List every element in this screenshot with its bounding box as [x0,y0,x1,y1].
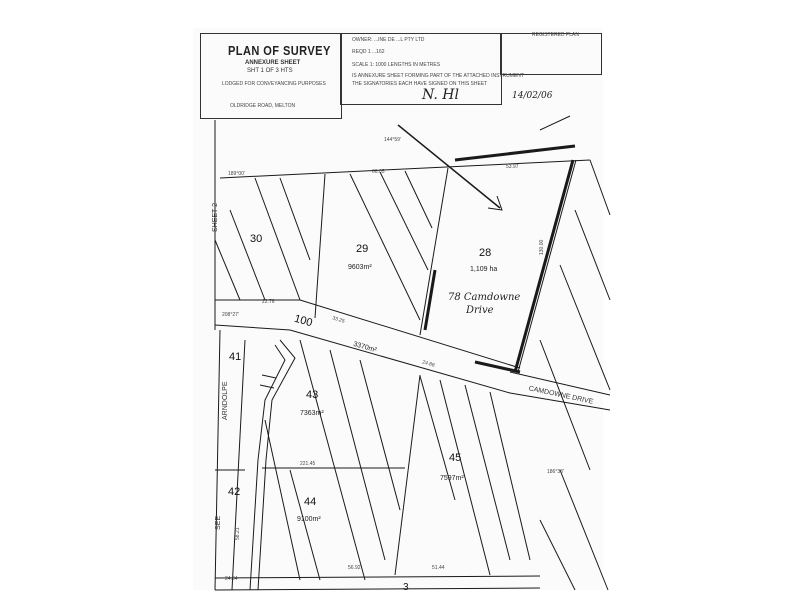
hatch-line [559,469,609,591]
hatch-line [419,375,456,501]
top-highlight [454,144,576,162]
lot28-east-boundary [513,159,575,373]
lot-41-label: 41 [229,351,242,363]
lot-43-label: 43 [306,389,319,401]
survey-sheet [193,28,603,590]
hatch-line [359,359,401,511]
pathway-hatch [259,384,275,389]
lot28-east-boundary-thin [517,159,577,373]
lot-28-area: 1,109 ha [470,266,498,273]
hatch-line [329,349,386,561]
hatch-line [289,469,321,581]
lot-30-label: 30 [250,233,263,245]
road-south-left [214,324,291,331]
hatch-line [589,159,611,216]
pointer-arrow-head [487,195,503,211]
lot-45-area: 7597m² [440,475,464,482]
address-note: OLDRIDGE ROAD, MELTON [230,103,296,109]
lot41-east-boundary [231,339,246,591]
lot-28-label: 28 [479,247,492,259]
hatch-line [539,519,576,591]
road-east-north [509,371,611,396]
dim-mid-a: 221.45 [300,461,316,467]
north-arrow-icon [539,115,571,131]
hatch-line [349,173,421,321]
left-ref: SEE [215,515,222,530]
lot-29-area: 9603m² [348,264,372,271]
dim-lot29-top: 66.05 [372,169,385,175]
plan-subtitle: ANNEXURE SHEET [245,60,301,66]
road-east-south [509,392,611,411]
dim-lot28-top: 53.97 [506,164,519,170]
hatch-line [299,339,366,581]
road-highlight [474,360,521,374]
hatch-line [229,209,266,301]
road-south-edge [289,329,511,394]
hatch-line [379,171,429,271]
corner-block [500,33,602,75]
pathway-west [249,344,286,591]
lot-42-label: 42 [228,486,241,498]
dim-bottom-b: 51.44 [432,565,445,571]
hatch-line [279,177,311,261]
left-boundary [214,329,221,591]
lot-29-label: 29 [356,243,369,255]
signature: N. Hl [422,87,459,103]
dim-bottom-a: 24.94 [225,576,238,582]
corner-ref: REGISTERED PLAN [532,32,579,38]
sheet-number: SHT 1 OF 3 HTS [247,68,293,74]
hatch-line [539,339,591,471]
hatch-line [404,170,433,229]
lot28-west-highlight [423,269,437,331]
pathway-hatch [261,374,277,379]
cert-line-2: THE SIGNATORIES EACH HAVE SIGNED ON THIS… [352,81,488,87]
road-north-edge [299,299,521,369]
handwritten-address-line2: Drive [466,305,494,316]
bottom-boundary-2 [214,587,541,591]
sign-date: 14/02/06 [512,91,553,101]
scale-line: SCALE 1: 1000 LENGTHS IN METRES [352,62,441,68]
hatch-line [489,391,531,561]
details-block [340,33,502,105]
lot-44-label: 44 [304,496,317,508]
ref-line: REQD 1 ...162 [352,49,385,55]
pointer-arrow-shaft [397,124,501,209]
dim-mid-b: 186°33' [547,469,564,475]
hatch-line [264,419,301,581]
lot44-45-divider [394,374,421,576]
dim-road-a: 22.76 [262,299,275,305]
hatch-line [574,209,611,301]
lot-43-area: 7363m² [300,410,324,417]
lot-45-label: 45 [449,452,462,464]
sheet-ref: SHEET 2 [212,202,219,232]
dim-left-a: 58.21 [235,527,241,540]
dim-bottom-c: 56.92 [348,565,361,571]
dim-left-b: 208°27' [222,312,239,318]
hatch-line [464,384,511,561]
hatch-line [214,239,241,301]
top-boundary-line [219,159,591,179]
bottom-boundary [214,575,541,579]
dim-top-right: 144°59' [384,137,401,143]
lot-44-area: 9100m² [297,516,321,523]
lot29-west-boundary [314,173,326,319]
dim-top-left: 189°00' [228,171,245,177]
plan-title: PLAN OF SURVEY [228,43,331,58]
hatch-line [254,177,301,301]
cert-line-1: IS ANNEXURE SHEET FORMING PART OF THE AT… [352,73,524,79]
hatch-line [439,379,491,576]
lot28-west-boundary [419,167,449,336]
owner-line: OWNER: ...INE DE ...L PTY LTD [352,37,425,43]
dim-lot28-side: 130.00 [539,239,545,255]
handwritten-address-line1: 78 Camdowne [448,292,521,303]
lodged-purpose: LODGED FOR CONVEYANCING PURPOSES [222,81,326,87]
pathway-east [257,339,296,591]
bottom-number: 3 [403,582,409,593]
title-block [200,33,342,119]
road-left-name: ARNDOLPE [222,381,229,420]
hatch-line [559,264,611,391]
